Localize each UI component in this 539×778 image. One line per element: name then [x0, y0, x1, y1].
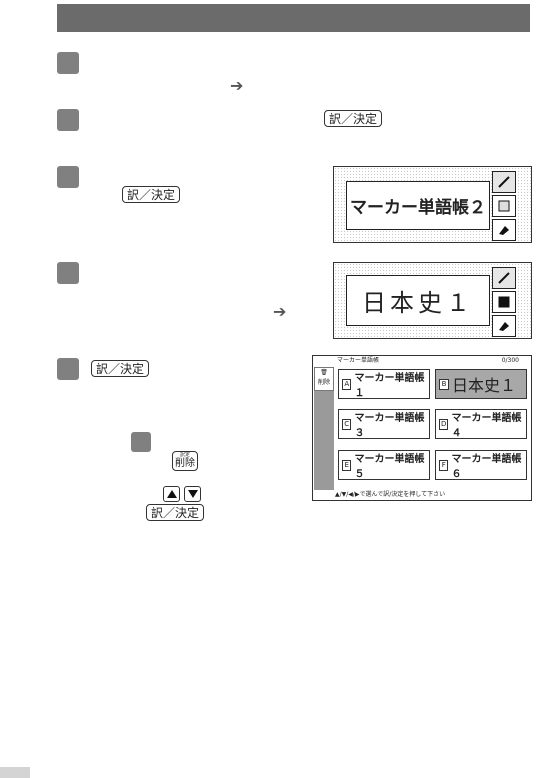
list-item-selected[interactable]: B 日本史１ — [435, 369, 527, 399]
eraser-icon — [492, 315, 516, 337]
list-item[interactable]: C マーカー単語帳３ — [338, 409, 430, 439]
step-1-marker — [57, 52, 79, 74]
header-bar — [57, 4, 530, 32]
handwriting-screen: 日本史１ — [333, 262, 532, 339]
list-item[interactable]: F マーカー単語帳６ — [435, 450, 527, 480]
step-5-marker — [57, 358, 79, 380]
delete-tab[interactable]: 🗑 削除 — [314, 367, 334, 391]
notebook-list-screen: マーカー単語帳 0/300 🗑 削除 A マーカー単語帳１ B 日本史１ C マ… — [312, 355, 532, 501]
confirm-key: 訳／決定 — [91, 360, 149, 377]
confirm-key: 訳／決定 — [122, 186, 180, 203]
step-3-marker — [57, 166, 79, 188]
list-item[interactable]: A マーカー単語帳１ — [338, 369, 430, 399]
up-arrow-key — [163, 486, 180, 502]
trash-icon: 🗑 — [320, 369, 328, 376]
name-entry-screen: マーカー単語帳２ — [333, 166, 532, 243]
box-icon — [492, 291, 516, 313]
list-title-bar: マーカー単語帳 0/300 — [313, 356, 531, 366]
handwriting-field: 日本史１ — [346, 275, 490, 326]
list-sidebar: 🗑 削除 — [314, 367, 334, 490]
list-item[interactable]: D マーカー単語帳４ — [435, 409, 527, 439]
step-2-marker — [57, 109, 79, 131]
box-icon — [492, 195, 516, 217]
confirm-key: 訳／決定 — [324, 110, 382, 127]
down-arrow-key — [184, 486, 201, 502]
confirm-key: 訳／決定 — [146, 504, 204, 521]
pen-icon — [492, 171, 516, 193]
notebook-name-field: マーカー単語帳２ — [346, 181, 490, 230]
eraser-icon — [492, 219, 516, 241]
arrow-right-icon: ➔ — [273, 302, 287, 321]
list-item[interactable]: E マーカー単語帳５ — [338, 450, 430, 480]
sub-step-marker — [131, 432, 151, 452]
list-title: マーカー単語帳 — [337, 357, 380, 364]
pen-icon — [492, 267, 516, 289]
page-edge-marker — [0, 767, 30, 778]
step-4-marker — [57, 262, 79, 284]
list-status-text: ▲/▼/◀/▶で選んで訳/決定を押して下さい — [335, 491, 446, 498]
arrow-right-icon: ➔ — [230, 76, 244, 95]
delete-key: 訳定 削除 — [172, 451, 198, 471]
list-count: 0/300 — [501, 357, 519, 364]
